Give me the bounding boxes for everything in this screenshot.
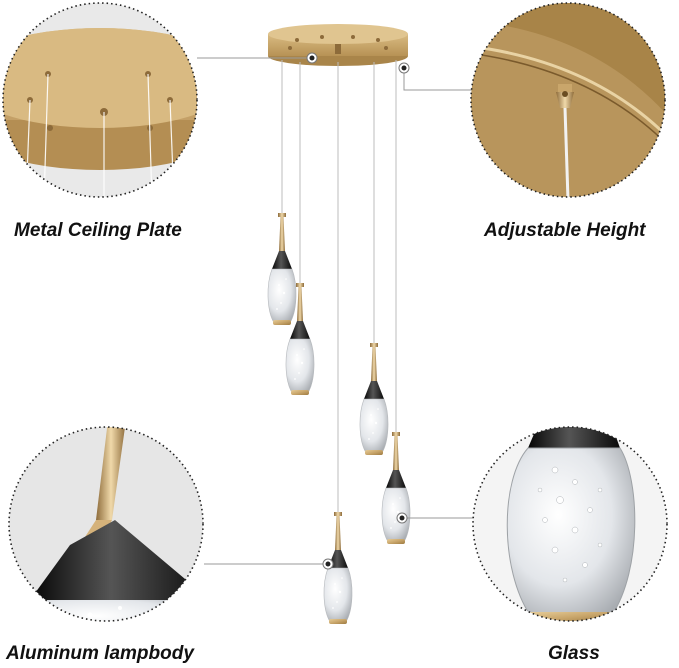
caption-glass: Glass <box>548 643 600 664</box>
callout-markers <box>306 52 410 570</box>
detail-glass <box>472 426 668 622</box>
caption-adjustable-height: Adjustable Height <box>484 220 646 241</box>
pendant-light-assembly <box>267 24 411 625</box>
detail-ceiling-plate <box>2 2 198 198</box>
detail-aluminum-lampbody <box>8 426 204 622</box>
caption-metal-ceiling-plate: Metal Ceiling Plate <box>14 220 182 241</box>
detail-adjustable-height <box>470 2 666 198</box>
callout-lines <box>197 57 474 565</box>
caption-aluminum-lampbody: Aluminum lampbody <box>6 643 194 664</box>
